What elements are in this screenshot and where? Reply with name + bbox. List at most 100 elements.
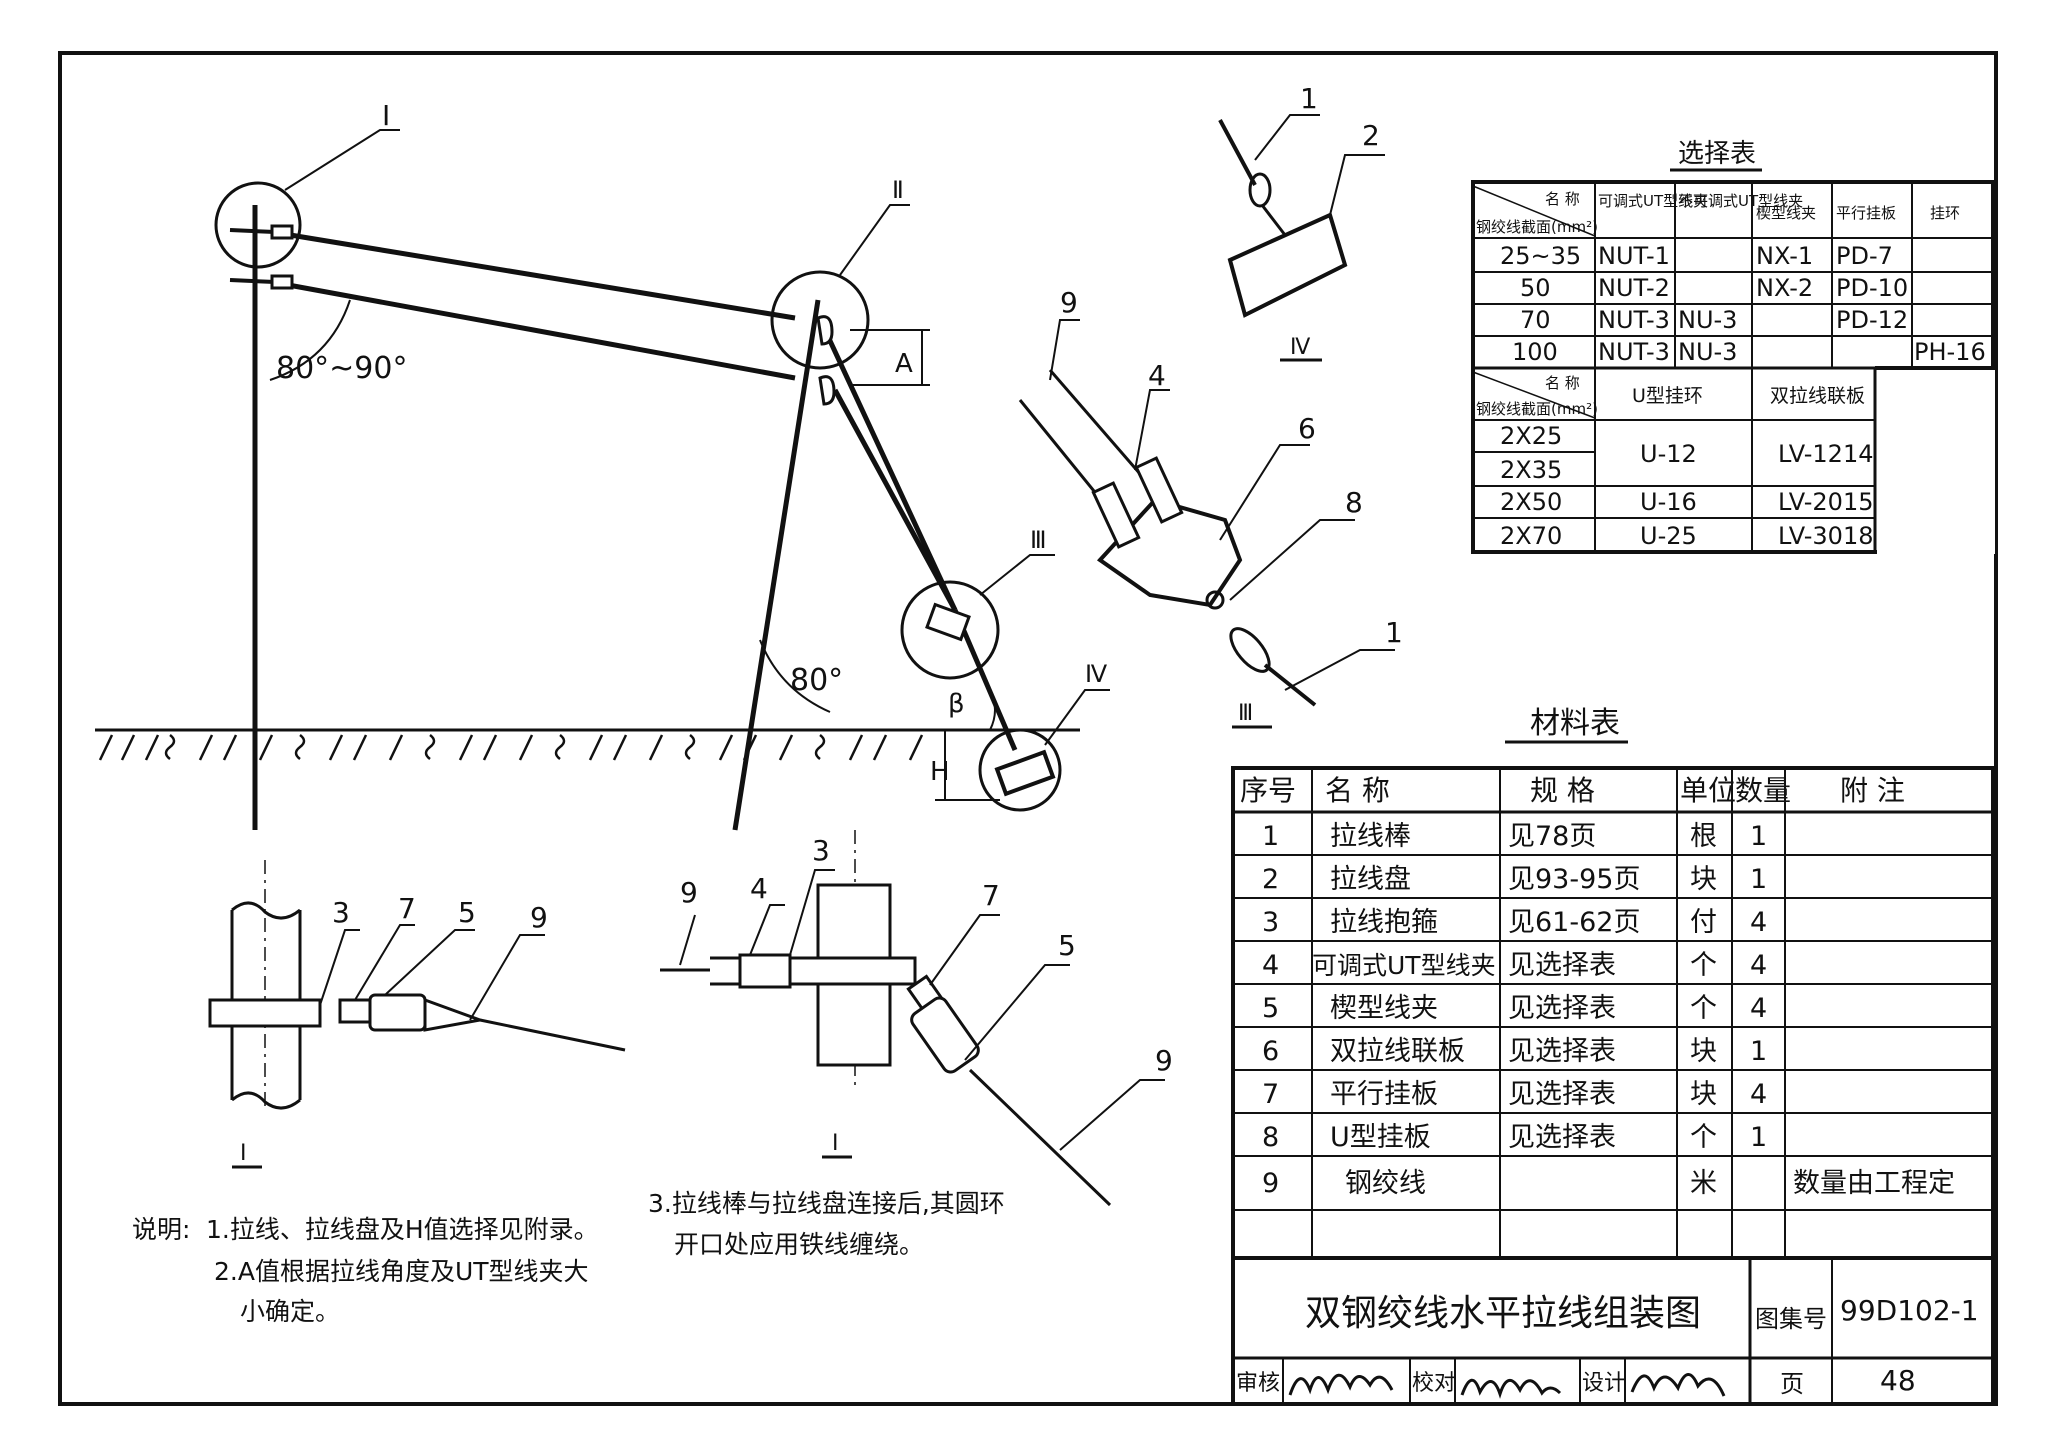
svg-text:见选择表: 见选择表 — [1508, 1036, 1616, 1067]
svg-text:3.拉线棒与拉线盘连接后,其圆环: 3.拉线棒与拉线盘连接后,其圆环 — [648, 1189, 1005, 1218]
svg-text:1: 1 — [1750, 821, 1767, 852]
svg-text:U-16: U-16 — [1640, 488, 1697, 516]
svg-text:9: 9 — [1155, 1044, 1173, 1077]
svg-text:名 称: 名 称 — [1545, 190, 1580, 208]
detail-circle-III — [900, 580, 1000, 680]
svg-text:不可调式UT型线夹: 不可调式UT型线夹 — [1678, 192, 1803, 210]
svg-text:个: 个 — [1690, 993, 1717, 1024]
svg-text:挂环: 挂环 — [1930, 204, 1960, 222]
svg-text:8: 8 — [1345, 486, 1363, 519]
page-number: 48 — [1880, 1364, 1916, 1397]
sheet-frame — [58, 51, 1998, 1406]
svg-text:9: 9 — [1262, 1168, 1279, 1199]
svg-text:块: 块 — [1690, 1079, 1717, 1110]
svg-text:见61-62页: 见61-62页 — [1508, 907, 1640, 938]
svg-text:1: 1 — [1750, 864, 1767, 895]
svg-text:拉线盘: 拉线盘 — [1330, 864, 1411, 895]
svg-text:NUT-2: NUT-2 — [1598, 274, 1670, 302]
svg-text:U-25: U-25 — [1640, 522, 1697, 550]
svg-text:4: 4 — [1750, 1079, 1767, 1110]
svg-text:数量由工程定: 数量由工程定 — [1793, 1168, 1955, 1199]
material-table-title: 材料表 — [1530, 706, 1620, 741]
svg-text:70: 70 — [1520, 306, 1551, 334]
upper-guy-wire — [271, 229, 796, 321]
svg-text:钢绞线: 钢绞线 — [1345, 1168, 1426, 1199]
svg-text:9: 9 — [530, 901, 548, 934]
svg-text:9: 9 — [1060, 286, 1078, 319]
svg-text:PD-7: PD-7 — [1836, 242, 1893, 270]
svg-text:NUT-1: NUT-1 — [1598, 242, 1670, 270]
svg-text:附 注: 附 注 — [1840, 774, 1905, 807]
svg-text:小确定。: 小确定。 — [240, 1297, 340, 1326]
svg-text:NX-1: NX-1 — [1756, 242, 1813, 270]
right-pole — [732, 299, 821, 831]
signature-scribbles — [1288, 1373, 1726, 1399]
svg-text:平行挂板: 平行挂板 — [1836, 204, 1896, 222]
svg-text:4: 4 — [1750, 907, 1767, 938]
label-dim-A: A — [895, 349, 913, 379]
svg-text:个: 个 — [1690, 950, 1717, 981]
svg-text:图集号: 图集号 — [1755, 1305, 1827, 1333]
svg-text:平行挂板: 平行挂板 — [1330, 1079, 1438, 1110]
label-detail-I-right: Ⅰ — [832, 1131, 839, 1156]
label-angle-range: 80°~90° — [276, 351, 407, 386]
svg-text:NX-2: NX-2 — [1756, 274, 1813, 302]
svg-text:5: 5 — [458, 896, 476, 929]
svg-text:2X35: 2X35 — [1500, 456, 1562, 484]
svg-text:9: 9 — [680, 876, 698, 909]
svg-text:5: 5 — [1262, 993, 1279, 1024]
svg-text:7: 7 — [982, 879, 1000, 912]
svg-text:1: 1 — [1750, 1122, 1767, 1153]
material-table-headers: 序号 名 称 规 格 单位 数量 附 注 — [1240, 774, 1905, 807]
svg-text:NU-3: NU-3 — [1678, 306, 1737, 334]
svg-text:页: 页 — [1780, 1370, 1804, 1398]
material-table — [1231, 766, 1995, 1260]
svg-text:数量: 数量 — [1735, 774, 1791, 807]
anchor-rod — [952, 609, 1018, 751]
svg-text:楔型线夹: 楔型线夹 — [1756, 204, 1816, 222]
svg-text:见78页: 见78页 — [1508, 821, 1596, 852]
select-table-title: 选择表 — [1678, 139, 1756, 169]
svg-text:LV-1214: LV-1214 — [1778, 440, 1873, 468]
svg-text:设计: 设计 — [1582, 1371, 1626, 1396]
svg-text:5: 5 — [1058, 929, 1076, 962]
detail-circle-I — [214, 181, 302, 269]
label-dim-H: H — [930, 757, 950, 787]
detail-circle-IV — [978, 728, 1062, 812]
svg-text:4: 4 — [750, 872, 768, 905]
label-detail-III-view: Ⅲ — [1238, 701, 1253, 726]
svg-text:2: 2 — [1262, 864, 1279, 895]
svg-text:1: 1 — [1385, 616, 1403, 649]
svg-text:3: 3 — [332, 896, 350, 929]
select-table-rows-1: 25~35 NUT-1 NX-1 PD-7 50 NUT-2 NX-2 PD-1… — [1500, 242, 1986, 366]
svg-text:6: 6 — [1262, 1036, 1279, 1067]
svg-text:3: 3 — [1262, 907, 1279, 938]
svg-text:根: 根 — [1690, 821, 1717, 852]
svg-text:可调式UT型线夹: 可调式UT型线夹 — [1598, 192, 1708, 210]
material-table-rows: 1 拉线棒 见78页 根 1 2 拉线盘 见93-95页 块 1 3 拉线抱箍 … — [1262, 821, 1955, 1199]
svg-text:名 称: 名 称 — [1325, 774, 1390, 807]
label-angle-80: 80° — [790, 663, 843, 698]
svg-text:名 称: 名 称 — [1545, 374, 1580, 392]
detail-circle-II — [770, 270, 870, 370]
svg-text:PH-16: PH-16 — [1914, 338, 1986, 366]
svg-text:序号: 序号 — [1240, 774, 1296, 807]
atlas-number: 99D102-1 — [1840, 1294, 1979, 1327]
svg-text:100: 100 — [1512, 338, 1558, 366]
label-detail-IV: Ⅳ — [1085, 660, 1107, 688]
svg-text:NUT-3: NUT-3 — [1598, 338, 1670, 366]
svg-text:付: 付 — [1690, 907, 1717, 938]
ground-hatch — [98, 734, 924, 761]
label-detail-I: Ⅰ — [382, 99, 390, 132]
detail-I-left-view — [208, 860, 626, 1110]
svg-text:双拉线联板: 双拉线联板 — [1770, 385, 1865, 407]
svg-text:4: 4 — [1750, 993, 1767, 1024]
svg-text:拉线棒: 拉线棒 — [1330, 821, 1411, 852]
svg-text:U型挂板: U型挂板 — [1330, 1122, 1431, 1153]
svg-text:2X70: 2X70 — [1500, 522, 1562, 550]
label-detail-I-left: Ⅰ — [240, 1141, 247, 1166]
detail-III-view — [1018, 319, 1395, 707]
svg-text:规 格: 规 格 — [1530, 774, 1595, 807]
svg-text:U型挂环: U型挂环 — [1632, 385, 1703, 407]
svg-text:3: 3 — [812, 834, 830, 867]
